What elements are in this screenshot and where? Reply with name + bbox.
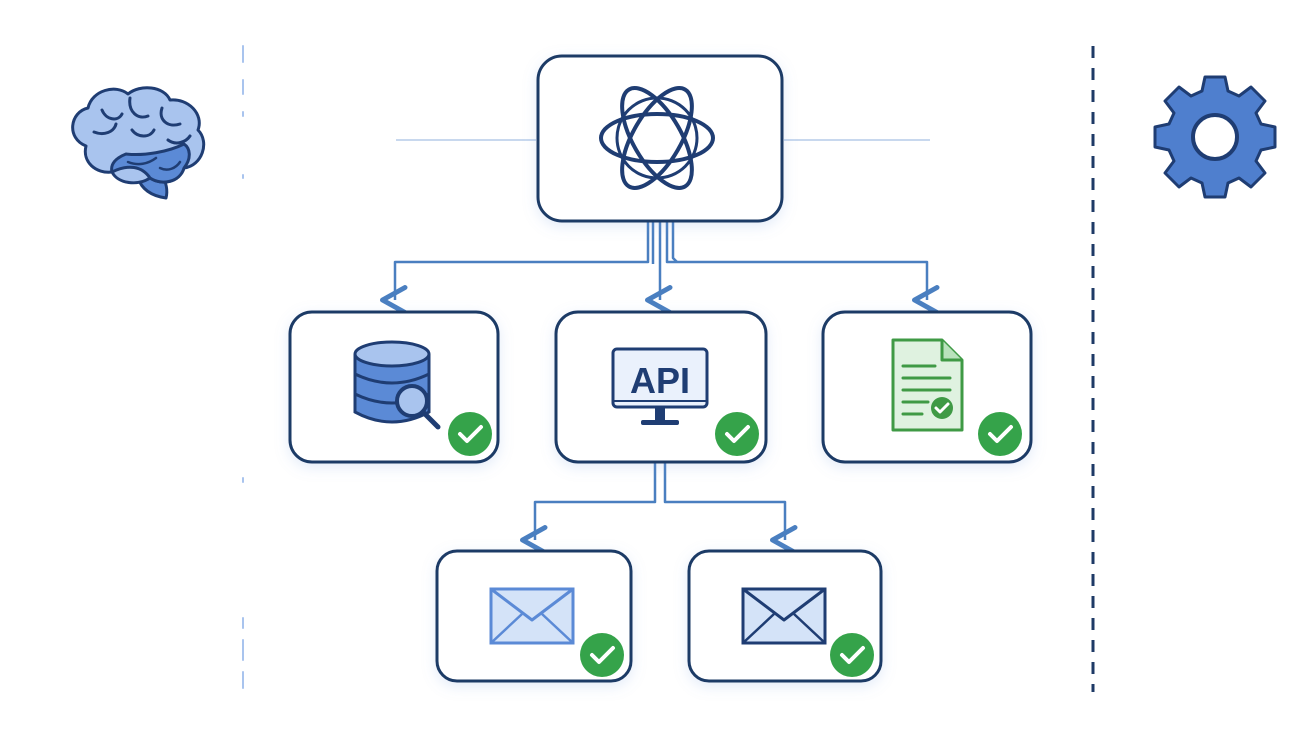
api-monitor-icon: API [611, 347, 709, 425]
core-node [536, 54, 784, 223]
status-check-icon [978, 412, 1022, 456]
api-label: API [630, 360, 690, 401]
api-to-email-arrows [520, 462, 798, 555]
email-node-right [687, 549, 883, 683]
database-node [288, 310, 500, 464]
status-check-icon [715, 412, 759, 456]
gear-icon [1153, 75, 1277, 199]
status-check-icon [448, 412, 492, 456]
core-to-children-arrows [380, 222, 940, 315]
brain-icon [71, 86, 206, 200]
envelope-icon [741, 587, 827, 645]
database-search-icon [353, 340, 441, 430]
document-node [821, 310, 1033, 464]
api-node: API [554, 310, 768, 464]
status-check-icon [580, 633, 624, 677]
status-check-icon [830, 633, 874, 677]
email-node-left [435, 549, 633, 683]
envelope-icon [489, 587, 575, 645]
document-check-icon [891, 338, 964, 432]
